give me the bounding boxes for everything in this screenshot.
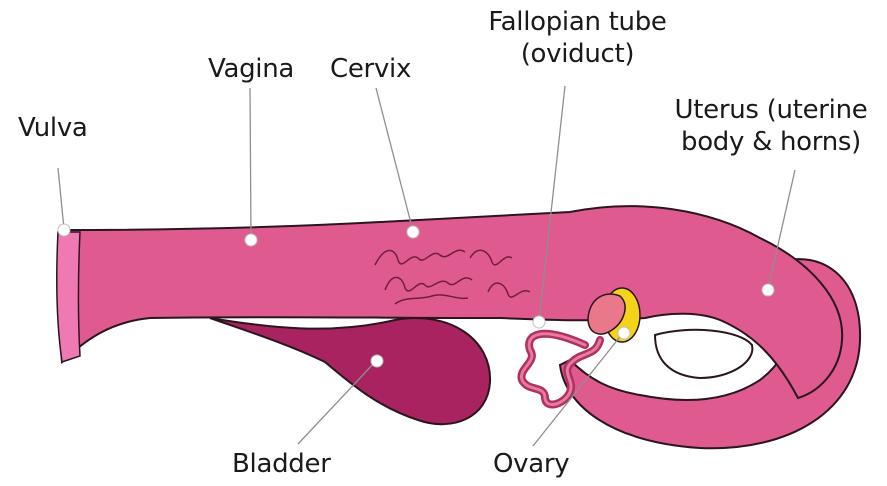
label-bladder: Bladder — [232, 448, 331, 480]
marker-vulva — [58, 224, 70, 236]
leader-vulva — [58, 168, 64, 229]
label-fallopian-line2: (oviduct) — [470, 38, 685, 70]
label-ovary: Ovary — [493, 448, 569, 480]
marker-bladder — [371, 355, 383, 367]
label-uterus-line1: Uterus (uterine — [660, 94, 882, 126]
marker-fallopian-tube — [533, 316, 545, 328]
label-fallopian-tube: Fallopian tube (oviduct) — [470, 6, 685, 70]
label-vagina: Vagina — [208, 53, 294, 85]
leader-cervix — [376, 88, 413, 231]
marker-uterus — [762, 284, 774, 296]
marker-ovary — [618, 327, 630, 339]
marker-cervix — [407, 226, 419, 238]
uterine-curl-opening — [655, 330, 752, 378]
label-cervix: Cervix — [330, 53, 411, 85]
leader-vagina — [250, 88, 251, 239]
label-uterus-line2: body & horns) — [660, 126, 882, 158]
bladder-shape — [210, 318, 490, 424]
vulva-shape — [57, 232, 80, 362]
leader-bladder — [298, 361, 376, 444]
label-vulva: Vulva — [18, 112, 88, 144]
label-uterus: Uterus (uterine body & horns) — [660, 94, 882, 158]
marker-vagina — [245, 234, 257, 246]
label-fallopian-line1: Fallopian tube — [470, 6, 685, 38]
